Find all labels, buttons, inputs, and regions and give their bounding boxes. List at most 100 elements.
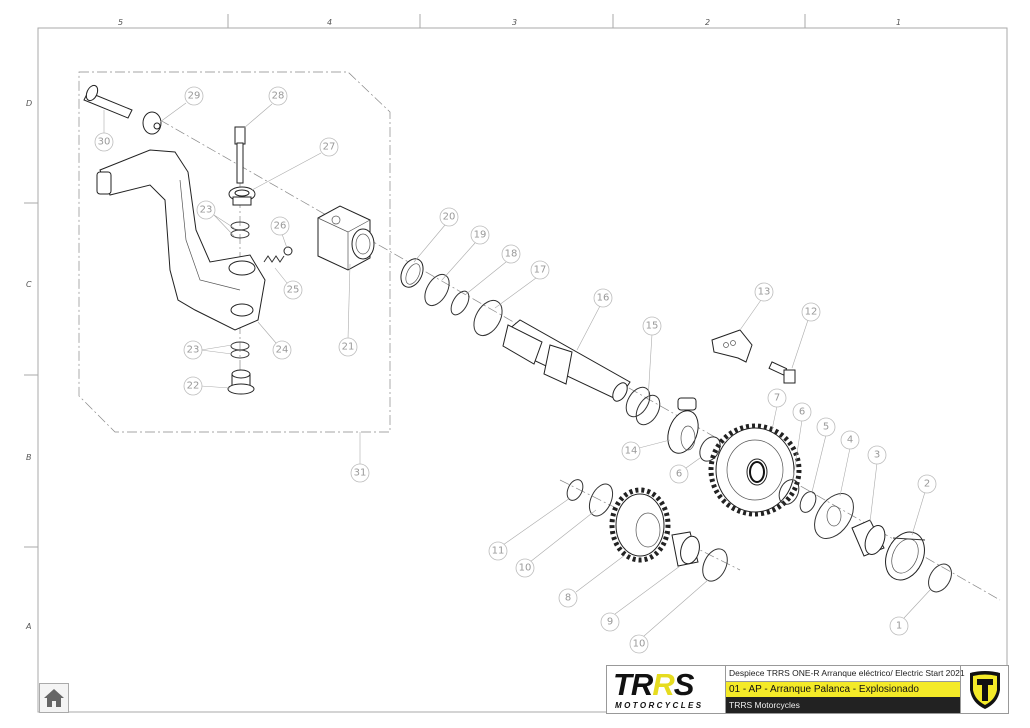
callout-6-b: 6 <box>792 402 812 422</box>
callout-9: 9 <box>600 612 620 632</box>
ruler-column-3: 3 <box>512 18 517 27</box>
svg-text:14: 14 <box>625 446 638 457</box>
part-26-ball <box>283 246 293 256</box>
svg-text:21: 21 <box>342 342 355 353</box>
callout-29: 29 <box>184 86 204 106</box>
svg-text:10: 10 <box>519 563 532 574</box>
callout-30: 30 <box>94 132 114 152</box>
part-24-kick-lever <box>96 149 266 331</box>
callout-23-top: 23 <box>196 200 216 220</box>
part-22-bushing <box>227 369 255 395</box>
part-3-bushing <box>851 519 886 557</box>
part-25-spring <box>263 255 285 263</box>
secondary-axis <box>559 479 741 571</box>
svg-text:20: 20 <box>443 212 456 223</box>
svg-text:23: 23 <box>200 205 213 216</box>
home-button[interactable] <box>39 683 69 713</box>
logo-text: TR <box>613 667 653 702</box>
part-10-washer-b <box>702 548 728 582</box>
ruler-column-1: 1 <box>896 18 901 27</box>
ruler-column-4: 4 <box>327 18 332 27</box>
svg-text:6: 6 <box>676 469 682 480</box>
part-18-circlip <box>450 290 470 316</box>
svg-text:24: 24 <box>276 345 289 356</box>
svg-text:23: 23 <box>187 345 200 356</box>
svg-text:25: 25 <box>287 285 300 296</box>
part-6-washer-a <box>699 436 721 462</box>
part-9-bushing <box>671 531 700 567</box>
svg-text:12: 12 <box>805 307 818 318</box>
callout-2: 2 <box>917 474 937 494</box>
svg-text:30: 30 <box>98 137 111 148</box>
svg-text:10: 10 <box>633 639 646 650</box>
callout-8: 8 <box>558 588 578 608</box>
callout-17: 17 <box>530 260 550 280</box>
ruler-column-5: 5 <box>118 18 123 27</box>
part-27-bushing <box>228 186 256 206</box>
callout-6-a: 6 <box>669 464 689 484</box>
main-axis <box>159 119 1001 601</box>
svg-text:6: 6 <box>799 407 805 418</box>
company-name: TRRS Motorcycles <box>726 697 960 713</box>
svg-text:28: 28 <box>272 91 285 102</box>
part-7-kick-gear <box>708 423 802 517</box>
part-19-washer <box>424 273 450 307</box>
trrs-shield-emblem <box>960 666 1008 713</box>
svg-text:7: 7 <box>774 393 780 404</box>
svg-text:8: 8 <box>565 593 571 604</box>
callout-13: 13 <box>754 282 774 302</box>
svg-text:11: 11 <box>492 546 505 557</box>
svg-text:16: 16 <box>597 293 610 304</box>
callout-26: 26 <box>270 216 290 236</box>
title-block: TRRS MOTORCYCLES Despiece TRRS ONE-R Arr… <box>606 665 1009 714</box>
svg-text:4: 4 <box>847 435 853 446</box>
callout-28: 28 <box>268 86 288 106</box>
svg-text:29: 29 <box>188 91 201 102</box>
part-4-washer <box>814 493 854 539</box>
callout-18: 18 <box>501 244 521 264</box>
svg-text:1: 1 <box>896 621 902 632</box>
part-20-seal <box>400 258 424 288</box>
ruler-row-b: B <box>26 453 32 462</box>
part-5-circlip <box>799 491 817 513</box>
callout-27: 27 <box>319 137 339 157</box>
callout-5: 5 <box>816 417 836 437</box>
part-30-pin <box>83 84 133 119</box>
shield-icon <box>969 670 1000 709</box>
callout-7: 7 <box>767 388 787 408</box>
svg-text:9: 9 <box>607 617 613 628</box>
part-6-washer-b <box>778 479 800 505</box>
title-info: Despiece TRRS ONE-R Arranque eléctrico/ … <box>726 666 965 713</box>
logo-subtitle: MOTORCYCLES <box>615 701 704 710</box>
part-12-bolt <box>768 361 796 384</box>
callout-15: 15 <box>642 316 662 336</box>
part-1-washer <box>928 563 952 593</box>
drawing-description: Despiece TRRS ONE-R Arranque eléctrico/ … <box>726 666 965 682</box>
part-14-ratchet <box>667 397 699 454</box>
ruler-row-a: A <box>25 622 31 631</box>
callout-16: 16 <box>593 288 613 308</box>
svg-text:18: 18 <box>505 249 518 260</box>
callout-23-bottom: 23 <box>183 340 203 360</box>
callout-1: 1 <box>889 616 909 636</box>
callout-11: 11 <box>488 541 508 561</box>
callout-10-b: 10 <box>629 634 649 654</box>
logo-text-accent: R <box>652 667 674 702</box>
part-13-ratchet-guide <box>711 329 753 363</box>
svg-text:15: 15 <box>646 321 659 332</box>
callout-31: 31 <box>350 463 370 483</box>
callout-24: 24 <box>272 340 292 360</box>
callout-19: 19 <box>470 225 490 245</box>
callout-3: 3 <box>867 445 887 465</box>
home-icon <box>44 689 64 707</box>
part-29-roller <box>142 111 162 135</box>
leader-lines <box>103 102 931 637</box>
svg-text:13: 13 <box>758 287 771 298</box>
part-2-spring <box>885 531 926 581</box>
assembly-31-boundary <box>78 71 391 433</box>
sheet-border <box>37 27 1008 713</box>
part-28-bolt <box>234 126 246 184</box>
part-21-splined-boss <box>317 205 375 271</box>
drawing-title: 01 - AP - Arranque Palanca - Explosionad… <box>726 682 960 697</box>
svg-text:27: 27 <box>323 142 336 153</box>
